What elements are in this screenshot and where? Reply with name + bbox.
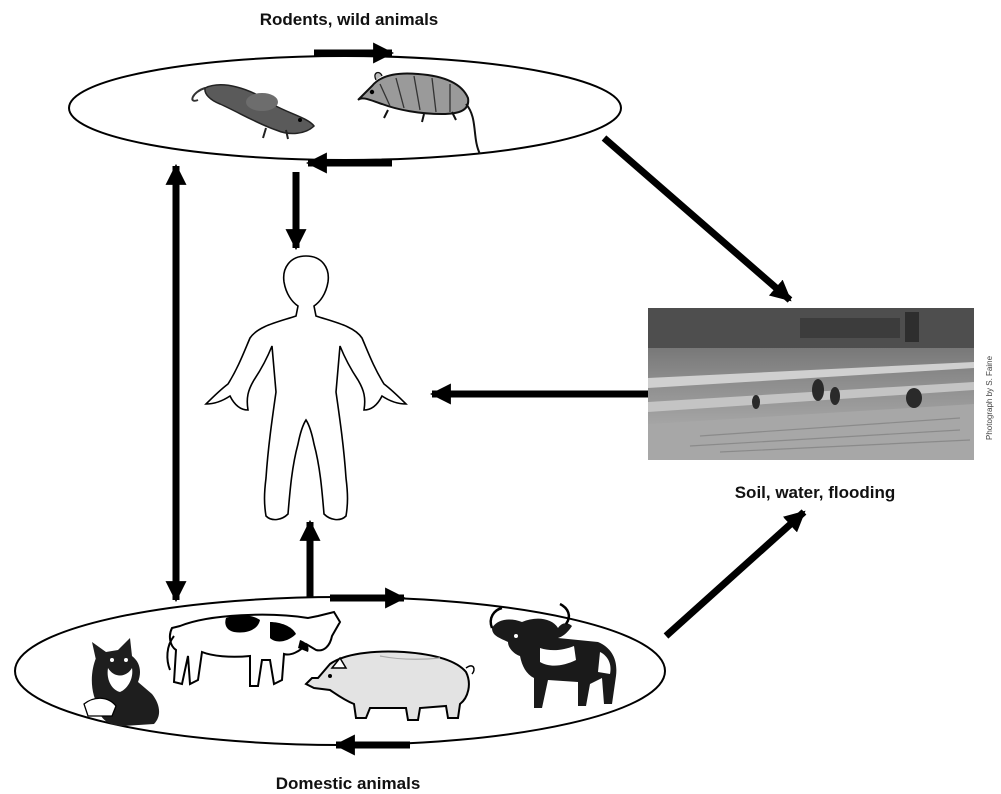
arrow-rodents-to-soil bbox=[604, 138, 790, 300]
domestic-group bbox=[15, 597, 665, 745]
rodents-label: Rodents, wild animals bbox=[260, 10, 439, 29]
photo-credit: Photograph by S. Faine bbox=[985, 355, 994, 440]
domestic-label: Domestic animals bbox=[276, 774, 421, 793]
rodents-group bbox=[69, 56, 621, 160]
arrow-domestic-to-soil bbox=[666, 512, 804, 636]
human-silhouette-icon bbox=[206, 256, 406, 520]
soil-label: Soil, water, flooding bbox=[735, 483, 896, 502]
flooded-field-photo: Photograph by S. Faine bbox=[648, 308, 994, 460]
rodents-ellipse bbox=[69, 56, 621, 160]
